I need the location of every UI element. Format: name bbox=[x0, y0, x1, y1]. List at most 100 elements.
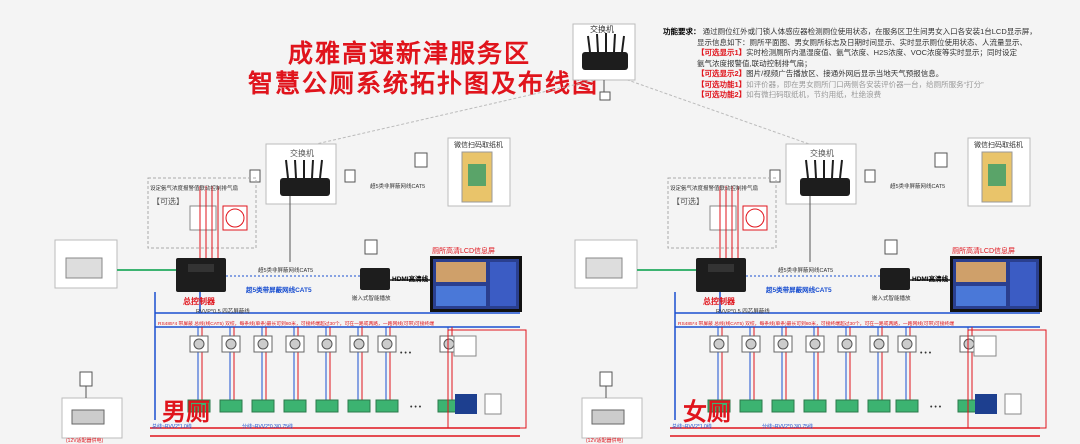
switch-antenna bbox=[319, 159, 323, 179]
lcd-panel2 bbox=[956, 286, 1006, 306]
stall-node bbox=[251, 399, 275, 413]
controller-panel bbox=[708, 264, 734, 272]
power-socket bbox=[79, 371, 93, 387]
socket-box bbox=[769, 169, 781, 183]
hdmi-label: HDMI高清线 bbox=[912, 276, 949, 283]
main-controller bbox=[176, 258, 226, 292]
accessible-stall-sign bbox=[975, 394, 997, 414]
hdmi-label: HDMI高清线 bbox=[392, 276, 429, 283]
main-controller bbox=[696, 258, 746, 292]
req-opt1-tag: 【可选显示1】 bbox=[697, 48, 747, 57]
lcd-label: 厕所高清LCD信息屏 bbox=[432, 248, 496, 255]
cat5-label-1: 超5类非屏蔽网线CAT5 bbox=[890, 184, 946, 190]
lcd-label: 厕所高清LCD信息屏 bbox=[952, 248, 1016, 255]
socket-box bbox=[249, 169, 261, 183]
req-act2-tag: 【可选功能2】 bbox=[697, 90, 747, 99]
door-sensor bbox=[1004, 393, 1022, 415]
stall-sensor-eye bbox=[777, 338, 789, 350]
switch-antenna bbox=[311, 159, 314, 179]
adapter-label: (12V适配器供电) bbox=[586, 438, 624, 444]
stall-sensor-eye bbox=[225, 338, 237, 350]
player-label: 嵌入式智能播放 bbox=[872, 296, 911, 302]
stall-sensor-eye bbox=[193, 338, 205, 350]
switch-label: 交换机 bbox=[290, 149, 314, 158]
emergency-button bbox=[453, 335, 477, 357]
emergency-button bbox=[973, 335, 997, 357]
ellipsis-label: • • • bbox=[920, 350, 932, 357]
lcd-panel2 bbox=[436, 286, 486, 306]
stall-sensor-eye bbox=[901, 338, 913, 350]
stall-sensor-eye bbox=[257, 338, 269, 350]
power2-label: 分线~RVV2*0.3/0.75线 bbox=[242, 424, 293, 430]
power-label: 总线~RVV2*1.0线 bbox=[672, 424, 712, 430]
stall-node bbox=[803, 399, 827, 413]
req-opt2-text: 图片/视频广告播放区、接通外网后显示当地天气预报信息。 bbox=[746, 69, 944, 78]
lcd-panel bbox=[490, 262, 516, 306]
socket-box bbox=[344, 169, 356, 183]
rvvp-label: RVVP*0.5 四芯屏蔽线 bbox=[196, 309, 250, 315]
lcd-image bbox=[956, 262, 1006, 282]
male-toilet-label: 男厕 bbox=[162, 398, 210, 426]
paper-machine-screen bbox=[468, 164, 486, 186]
requirements-block: 功能要求： 通过厕位红外或门锁人体感应器检测厕位使用状态，在服务区卫生间男女入口… bbox=[663, 27, 1073, 101]
top-switch-body bbox=[582, 52, 628, 70]
peripheral-device bbox=[65, 257, 103, 279]
cat5-label-3: 超5类带屏蔽网线CAT5 bbox=[246, 287, 312, 294]
exhaust-fan bbox=[742, 205, 768, 231]
paper-machine-label: 微信扫码取纸机 bbox=[974, 142, 1023, 149]
stall-sensor-eye bbox=[353, 338, 365, 350]
req-act1-tag: 【可选功能1】 bbox=[697, 79, 747, 89]
controller-label: 总控制器 bbox=[703, 297, 735, 306]
lcd-image bbox=[436, 262, 486, 282]
bus-note: RS485*4 带屏蔽 总线(线CAT5) 双绞，每条线(单条)最长可到80米，… bbox=[678, 322, 955, 327]
accessible-frame bbox=[447, 329, 527, 429]
exhaust-fan bbox=[222, 205, 248, 231]
player-label: 嵌入式智能播放 bbox=[352, 296, 391, 302]
switch-body bbox=[800, 178, 850, 196]
stall-sensor-eye bbox=[963, 338, 975, 350]
top-switch-antennas bbox=[587, 33, 625, 53]
socket-box bbox=[364, 239, 378, 255]
stall-node bbox=[315, 399, 339, 413]
optional-label: 【可选】 bbox=[672, 197, 704, 206]
stall-sensor-eye bbox=[443, 338, 455, 350]
sensor-note: 设定氨气浓度报警值联动控制排气扇 bbox=[670, 186, 759, 192]
power-label: 总线~RVV2*1.0线 bbox=[152, 424, 192, 430]
adapter-label: (12V适配器供电) bbox=[66, 438, 104, 444]
stall-sensor-eye bbox=[745, 338, 757, 350]
stall-node bbox=[867, 399, 891, 413]
exhaust-fan-blade bbox=[225, 208, 245, 228]
cat5-label-2: 超5类非屏蔽网线CAT5 bbox=[258, 268, 314, 274]
door-sensor bbox=[484, 393, 502, 415]
req-opt1-text: 实时检测厕所内温湿度值、氨气浓度、H2S浓度、VOC浓度等实时显示；同时设定 bbox=[746, 48, 1018, 57]
optional-label: 【可选】 bbox=[152, 197, 184, 206]
socket-box bbox=[414, 152, 428, 168]
stall-node bbox=[771, 399, 795, 413]
left-half-wiring bbox=[54, 137, 527, 439]
rvvp-label: RVVP*0.5 四芯屏蔽线 bbox=[716, 309, 770, 315]
stall-sensor-eye bbox=[809, 338, 821, 350]
stall-sensor-eye bbox=[289, 338, 301, 350]
stall-sensor-eye bbox=[873, 338, 885, 350]
exhaust-fan-blade bbox=[745, 208, 765, 228]
controller-panel bbox=[188, 264, 214, 272]
embedded-player bbox=[880, 268, 910, 290]
socket-box bbox=[884, 239, 898, 255]
ellipsis-label-2: • • • bbox=[930, 404, 942, 411]
req-opt1-cont: 氨气浓度报警值,联动控制排气扇； bbox=[697, 58, 812, 68]
accessible-stall-sign bbox=[455, 394, 477, 414]
req-intro: 通过厕位红外或门锁人体感应器检测厕位使用状态，在服务区卫生间男女入口各安装1台L… bbox=[702, 27, 1037, 36]
bus-note: RS485*4 带屏蔽 总线(线CAT5) 双绞，每条线(单条)最长可到80米，… bbox=[158, 322, 435, 327]
right-half-wiring bbox=[574, 137, 1047, 439]
controller-label: 总控制器 bbox=[183, 297, 215, 306]
req-heading: 功能要求： bbox=[663, 27, 701, 36]
power-socket bbox=[599, 371, 613, 387]
switch-antenna bbox=[294, 159, 297, 179]
top-switch-label: 交换机 bbox=[590, 25, 614, 34]
stall-node bbox=[375, 399, 399, 413]
cat5-label-2: 超5类非屏蔽网线CAT5 bbox=[778, 268, 834, 274]
sensor-note: 设定氨气浓度报警值联动控制排气扇 bbox=[150, 186, 239, 192]
stall-sensor-eye bbox=[381, 338, 393, 350]
sensor-frame bbox=[147, 177, 257, 249]
cat5-label-1: 超5类非屏蔽网线CAT5 bbox=[370, 184, 426, 190]
